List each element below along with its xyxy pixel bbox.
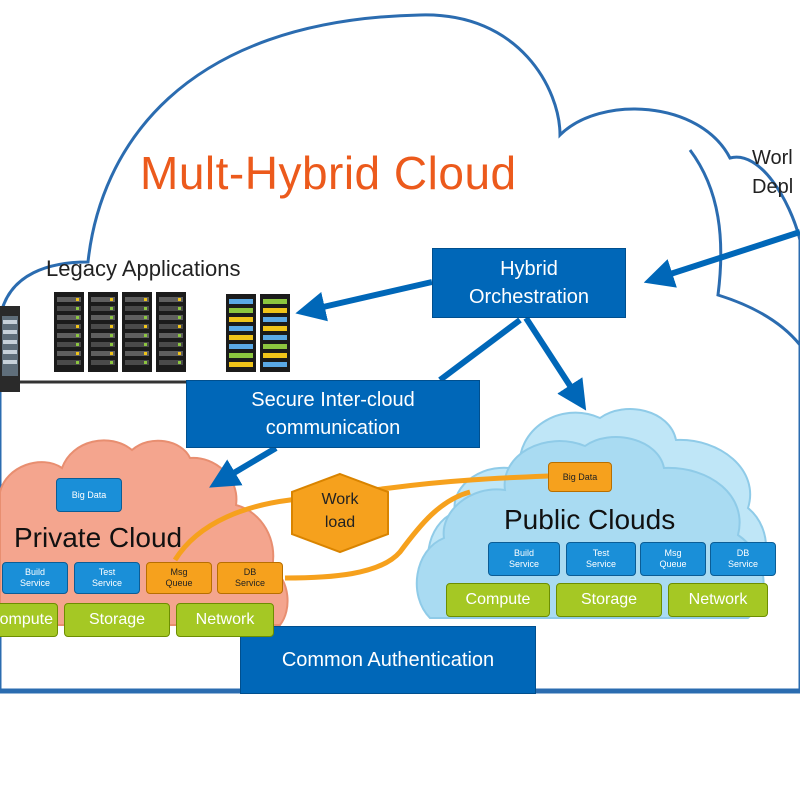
svc-line: DB	[243, 567, 257, 577]
public-big-data-label: Big Data	[562, 471, 598, 482]
workload-hexagon	[291, 472, 389, 554]
arrows	[209, 229, 800, 488]
arrow-secure-to-private	[209, 445, 278, 488]
private-network: Network	[176, 603, 274, 637]
server-rack-icon	[54, 292, 84, 372]
svc-line: Msg	[664, 548, 682, 558]
svc-line: Service	[585, 559, 616, 569]
server-rack-icon	[226, 294, 256, 372]
public-compute: Compute	[446, 583, 550, 617]
svc-line: Service	[91, 578, 122, 588]
workload-deploy-line-1: Worl	[752, 147, 793, 169]
common-authentication-label: Common Authentication	[281, 648, 495, 671]
cloud-inner-curve	[688, 149, 800, 346]
svc-line: Service	[727, 559, 758, 569]
private-compute: ompute	[0, 603, 58, 637]
svc-line: Build	[24, 567, 45, 577]
workload-deploy-line-2: Depl	[752, 176, 794, 198]
svc-line: Service	[508, 559, 539, 569]
svc-line: Queue	[165, 578, 193, 588]
svc-line: Queue	[659, 559, 687, 569]
server-rack-icon	[156, 292, 186, 372]
private-storage: Storage	[64, 603, 170, 637]
svc-line: Build	[513, 548, 534, 558]
hybrid-orchestration-line-1: Hybrid	[500, 258, 558, 280]
secure-intercloud-box: Secure Inter-cloud communication	[186, 380, 480, 448]
diagram-title: Mult-Hybrid Cloud	[140, 147, 517, 199]
workload-link-top	[172, 473, 549, 562]
common-authentication-box: Common Authentication	[240, 626, 536, 694]
workload-hex-label: Work load	[300, 488, 380, 534]
public-storage-label: Storage	[580, 591, 638, 608]
server-rack-icon	[88, 292, 118, 372]
public-network: Network	[668, 583, 768, 617]
private-big-data-service: Big Data	[56, 478, 122, 512]
secure-intercloud-line-1: Secure Inter-cloud	[251, 389, 415, 411]
arrow-orchestration-to-public	[523, 316, 587, 411]
workload-hex-line-2: load	[324, 514, 356, 531]
workload-hex-line-1: Work	[321, 491, 359, 508]
private-compute-label: ompute	[0, 611, 53, 628]
svc-line: Service	[234, 578, 265, 588]
server-rack-icon	[260, 294, 290, 372]
private-cloud-title: Private Cloud	[14, 522, 183, 553]
workload-deploy-label: Worl Depl	[752, 144, 793, 202]
private-big-data-label: Big Data	[71, 489, 107, 500]
orchestration-to-secure-connector	[438, 317, 522, 383]
server-rack-icon	[122, 292, 152, 372]
public-storage: Storage	[556, 583, 662, 617]
svc-line: DB	[736, 548, 750, 558]
private-storage-label: Storage	[88, 611, 146, 628]
hybrid-orchestration-line-2: Orchestration	[468, 286, 590, 308]
hybrid-orchestration-box: Hybrid Orchestration	[432, 248, 626, 318]
workload-link-bottom	[284, 489, 471, 581]
secure-intercloud-line-2: communication	[265, 417, 401, 439]
svc-line: Msg	[170, 567, 188, 577]
svc-line: Test	[592, 548, 610, 558]
public-network-label: Network	[688, 591, 748, 608]
legacy-server-group	[54, 292, 290, 372]
svc-line: Service	[19, 578, 50, 588]
public-clouds-title: Public Clouds	[504, 504, 676, 535]
public-compute-label: Compute	[465, 591, 531, 608]
public-big-data-service: Big Data	[548, 462, 612, 492]
legacy-applications-label: Legacy Applications	[46, 256, 241, 281]
arrow-workload-to-orchestration	[643, 229, 800, 288]
legacy-server-rack-left	[0, 306, 20, 392]
arrow-orchestration-to-legacy	[295, 279, 433, 322]
svc-line: Test	[98, 567, 116, 577]
private-network-label: Network	[195, 611, 255, 628]
